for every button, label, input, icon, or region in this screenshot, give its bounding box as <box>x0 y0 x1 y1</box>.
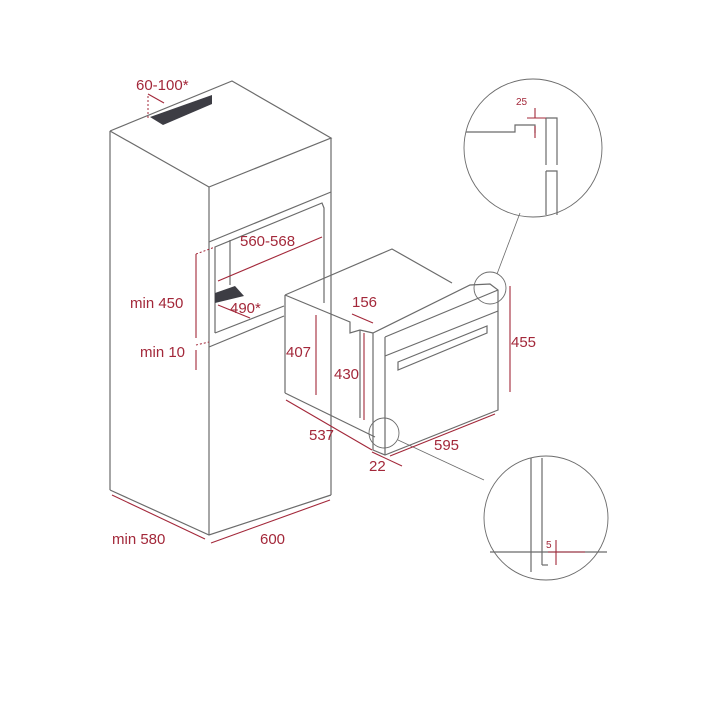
label-detail-bottom: 5 <box>546 540 552 551</box>
label-oven-front-height: 455 <box>511 334 536 351</box>
detail-callout-top <box>473 271 507 305</box>
label-vent-depth: 490* <box>230 300 261 317</box>
label-oven-side-height: 430 <box>334 366 359 383</box>
top-vent-opening <box>150 95 212 125</box>
label-detail-top: 25 <box>516 97 528 108</box>
label-oven-step: 156 <box>352 294 377 311</box>
label-oven-body-height: 407 <box>286 344 311 361</box>
detail-bottom <box>483 455 609 581</box>
bottom-vent-opening <box>215 286 244 303</box>
label-gap-bottom: min 10 <box>140 344 185 361</box>
label-top-vent: 60-100* <box>136 77 189 94</box>
label-front-offset: 22 <box>369 458 386 475</box>
label-cabinet-depth: min 580 <box>112 531 165 548</box>
label-oven-depth: 537 <box>309 427 334 444</box>
oven <box>284 248 499 456</box>
dimension-lines <box>111 93 511 544</box>
detail-top <box>463 78 603 218</box>
cabinet <box>109 80 333 536</box>
detail-callout-bottom <box>368 417 400 449</box>
label-niche-width: 560-568 <box>240 233 295 250</box>
label-cabinet-width: 600 <box>260 531 285 548</box>
label-oven-width: 595 <box>434 437 459 454</box>
label-niche-height: min 450 <box>130 295 183 312</box>
